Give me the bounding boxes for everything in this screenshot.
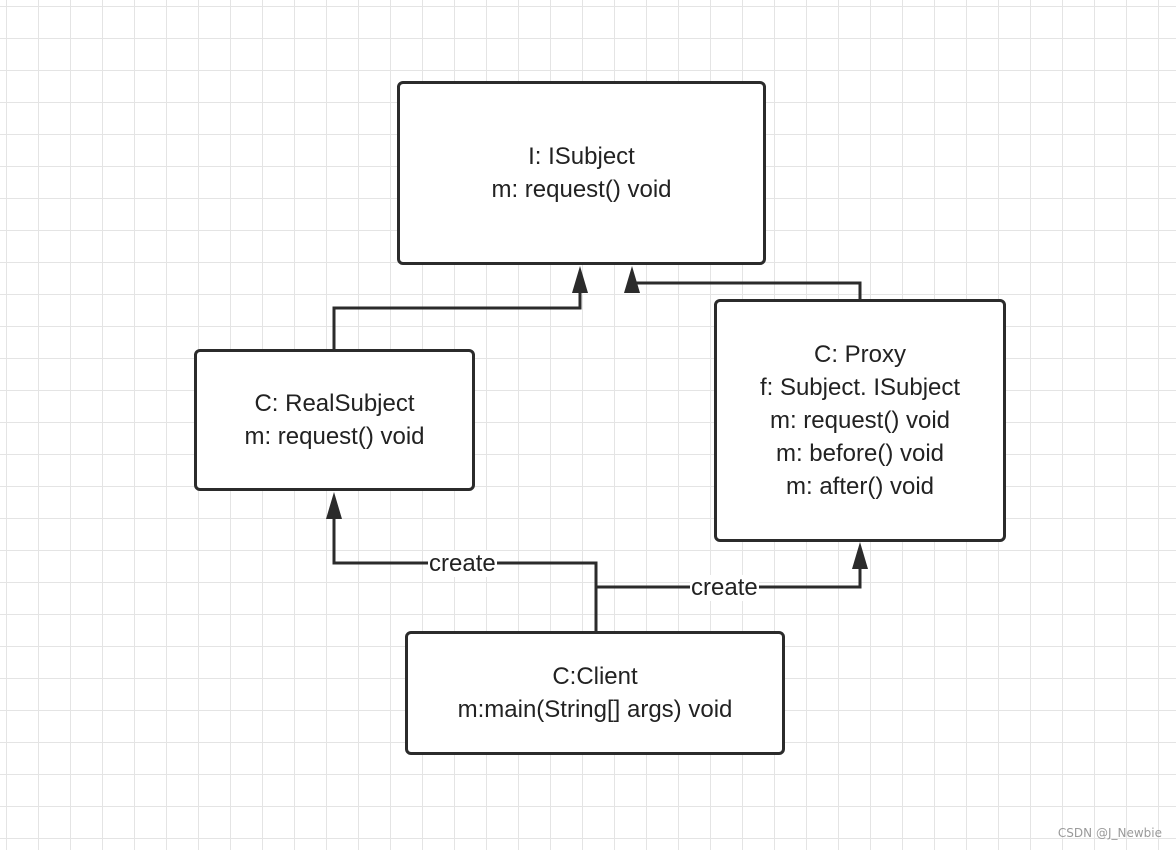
edge-client-to-proxy xyxy=(596,568,862,589)
arrowhead-client-to-proxy xyxy=(852,542,868,569)
realsubject-name: C: RealSubject xyxy=(254,390,415,417)
isubject-name: I: ISubject xyxy=(528,143,635,170)
proxy-class-node[interactable]: C: Proxy f: Subject. ISubject m: request… xyxy=(714,299,1006,542)
edge-proxy-to-isubject xyxy=(632,281,862,299)
proxy-method-request: m: request() void xyxy=(769,407,951,434)
proxy-name: C: Proxy xyxy=(813,341,906,368)
arrowhead-client-to-realsubject xyxy=(326,492,342,519)
client-method-main: m:main(String[] args) void xyxy=(457,696,733,723)
edge-realsubject-to-isubject xyxy=(332,291,582,349)
client-class-node[interactable]: C:Client m:main(String[] args) void xyxy=(405,631,785,755)
proxy-method-before: m: before() void xyxy=(775,440,945,467)
proxy-field-subject: f: Subject. ISubject xyxy=(759,374,961,401)
create-label-proxy: create xyxy=(690,574,759,601)
arrowhead-proxy-to-isubject xyxy=(624,266,640,293)
realsubject-class-node[interactable]: C: RealSubject m: request() void xyxy=(194,349,475,491)
realsubject-method-request: m: request() void xyxy=(244,423,425,450)
create-label-realsubject: create xyxy=(428,550,497,577)
watermark: CSDN @J_Newbie xyxy=(1057,826,1162,840)
client-name: C:Client xyxy=(552,663,638,690)
isubject-interface-node[interactable]: I: ISubject m: request() void xyxy=(397,81,766,265)
proxy-method-after: m: after() void xyxy=(785,473,935,500)
isubject-method-request: m: request() void xyxy=(491,176,672,203)
arrowhead-realsubject-to-isubject xyxy=(572,266,588,293)
